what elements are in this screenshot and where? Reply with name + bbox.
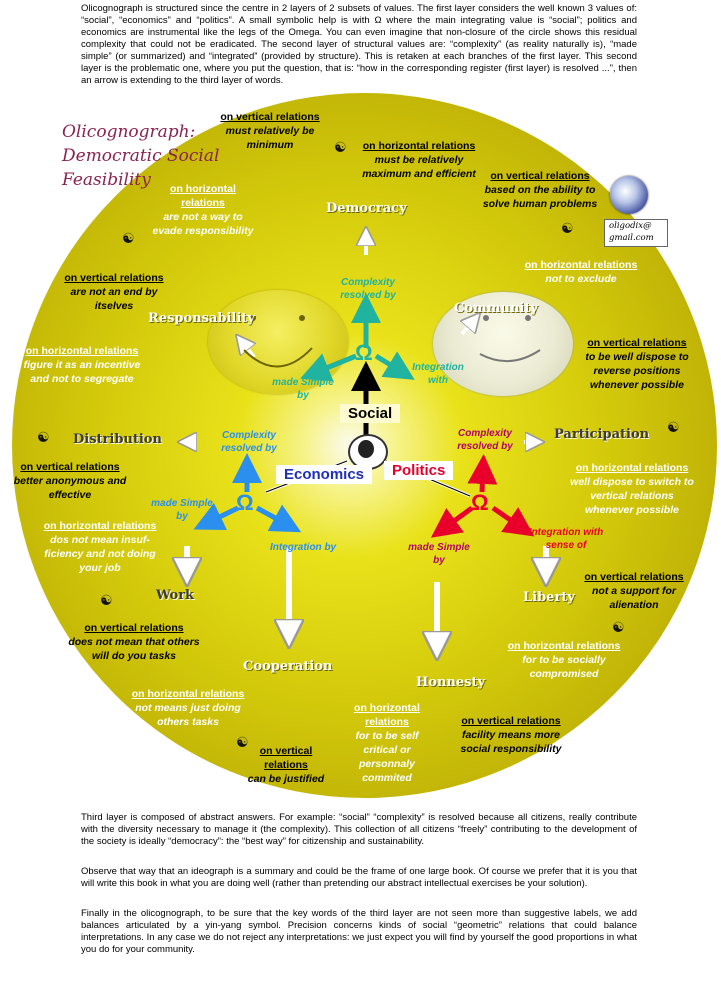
yin-yang-icon: ☯ (612, 619, 625, 635)
yin-yang-icon: ☯ (37, 429, 50, 445)
node-liberty: Liberty (523, 590, 575, 605)
diagram-title: Olicognograph: Democratic Social Feasibi… (62, 122, 220, 190)
intro-paragraph: Olicognograph is structured since the ce… (81, 3, 637, 86)
face-right (433, 292, 573, 396)
omega-icon: Ω (236, 490, 254, 515)
label-social: Social (340, 404, 401, 423)
yin-yang-icon: ☯ (561, 220, 574, 236)
politics-complexity-label: Complexity resolved by (457, 428, 513, 452)
economics-integration-label: Integration by (270, 542, 337, 553)
people-center-icon-head (358, 440, 374, 458)
node-cooperation: Cooperation (243, 659, 333, 674)
node-community: Community (454, 301, 538, 316)
email-box: oligodix@ gmail.com (604, 219, 668, 247)
node-participation: Participation (554, 427, 650, 442)
economics-complexity-label: Complexity resolved by (221, 430, 277, 454)
node-work: Work (156, 588, 195, 603)
label-politics: Politics (384, 461, 454, 480)
politics-integration-label: Integration with sense of (528, 527, 604, 551)
economics-simple-label: made Simple by (151, 498, 213, 522)
social-complexity-label: Complexity resolved by (340, 277, 396, 301)
node-honnesty: Honnesty (416, 675, 486, 690)
finally-paragraph: Finally in the olicognograph, to be sure… (81, 908, 637, 955)
yin-yang-icon: ☯ (667, 419, 680, 435)
social-integration-label: Integration with (412, 362, 464, 386)
omega-icon: Ω (471, 490, 489, 515)
logo-icon (610, 176, 648, 214)
yin-yang-icon: ☯ (122, 230, 135, 246)
social-simple-label: made Simple by (272, 377, 334, 401)
omega-icon: Ω (355, 340, 373, 365)
yin-yang-icon: ☯ (100, 592, 113, 608)
label-economics: Economics (276, 465, 373, 484)
node-distribution: Distribution (73, 432, 162, 447)
politics-simple-label: made Simple by (408, 542, 470, 566)
yin-yang-icon: ☯ (334, 139, 347, 155)
observe-paragraph: Observe that way that an ideograph is a … (81, 866, 637, 889)
third-layer-paragraph: Third layer is composed of abstract answ… (81, 812, 637, 847)
node-democracy: Democracy (326, 201, 407, 216)
node-responsability: Responsability (148, 311, 255, 326)
yin-yang-icon: ☯ (236, 734, 249, 750)
